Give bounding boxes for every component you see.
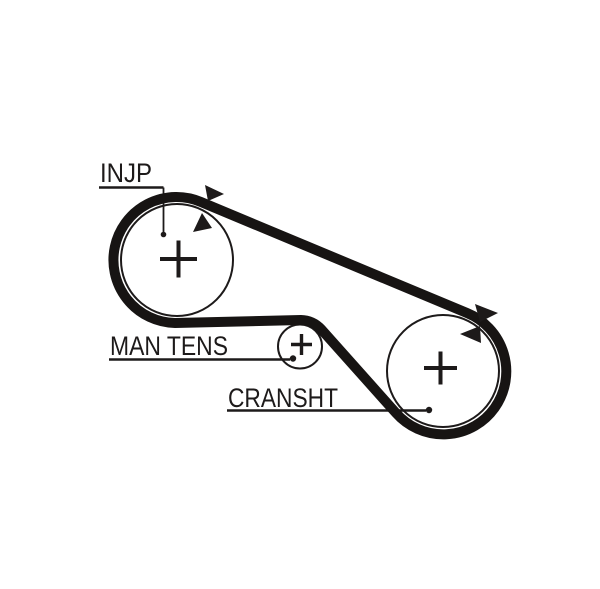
leader-man-tens (109, 355, 297, 362)
cransht-leader-dot (425, 406, 433, 414)
center-cross-icon (291, 334, 312, 355)
timing-belt (108, 192, 512, 440)
direction-arrow-icon (205, 185, 224, 201)
direction-arrow-icon (475, 304, 498, 322)
label-crankshaft: CRANSHT (228, 383, 338, 413)
pulley-crankshaft (386, 314, 500, 428)
direction-arrow-icon (460, 326, 481, 343)
direction-arrow-icon (193, 213, 212, 232)
center-cross-icon (160, 240, 197, 278)
crankshaft-pulley-circle (386, 314, 500, 428)
belt-direction-arrows-crankshaft (460, 304, 498, 343)
label-manual-tensioner: MAN TENS (110, 331, 228, 361)
belt-direction-arrows-injp (193, 185, 224, 232)
injp-leader-dot (160, 231, 167, 238)
man-tens-leader-dot (289, 355, 297, 362)
label-injection-pump: INJP (100, 158, 152, 188)
center-cross-icon (424, 351, 457, 385)
